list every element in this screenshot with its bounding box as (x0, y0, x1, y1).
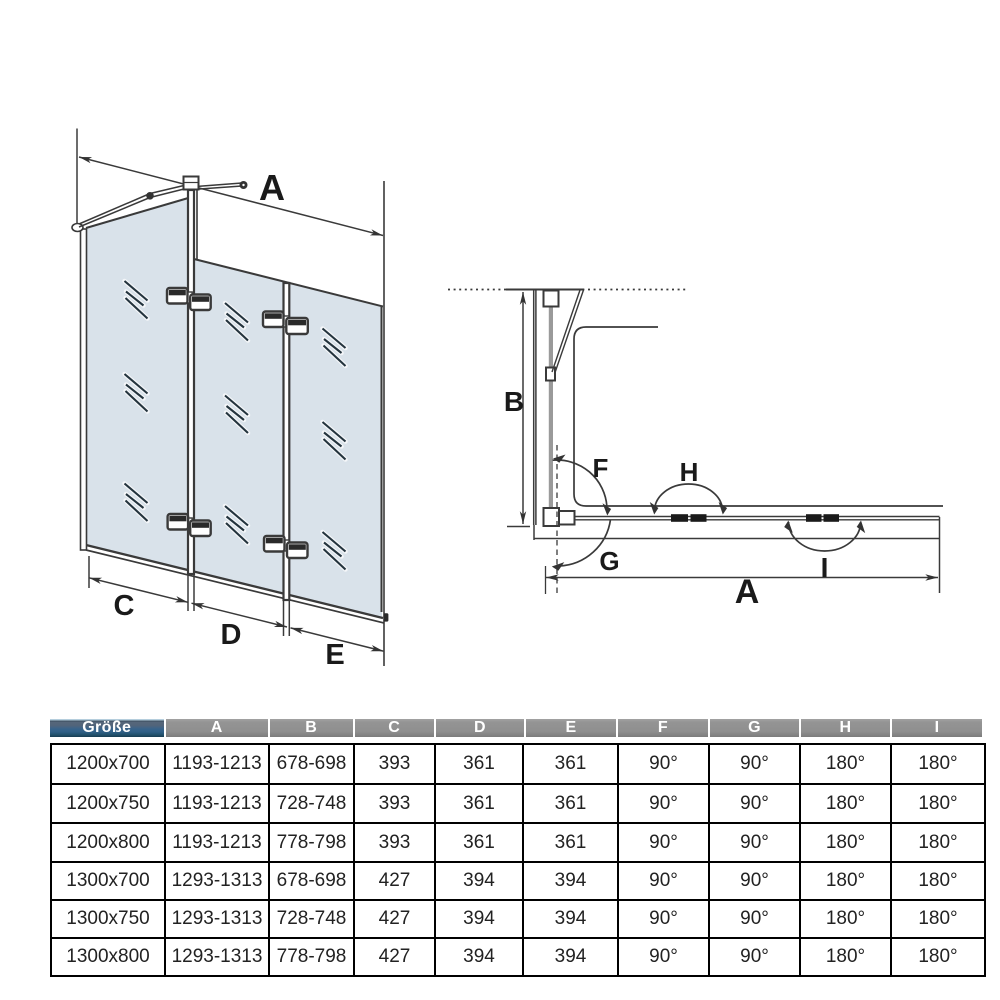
svg-text:A: A (735, 573, 760, 611)
svg-text:H: H (680, 457, 699, 487)
svg-text:G: G (599, 546, 619, 576)
svg-text:A: A (259, 167, 285, 208)
svg-text:E: E (325, 639, 344, 671)
svg-text:B: B (504, 386, 524, 417)
svg-text:I: I (821, 552, 829, 583)
svg-text:F: F (593, 453, 609, 483)
svg-text:C: C (114, 590, 135, 622)
svg-text:D: D (221, 619, 242, 651)
